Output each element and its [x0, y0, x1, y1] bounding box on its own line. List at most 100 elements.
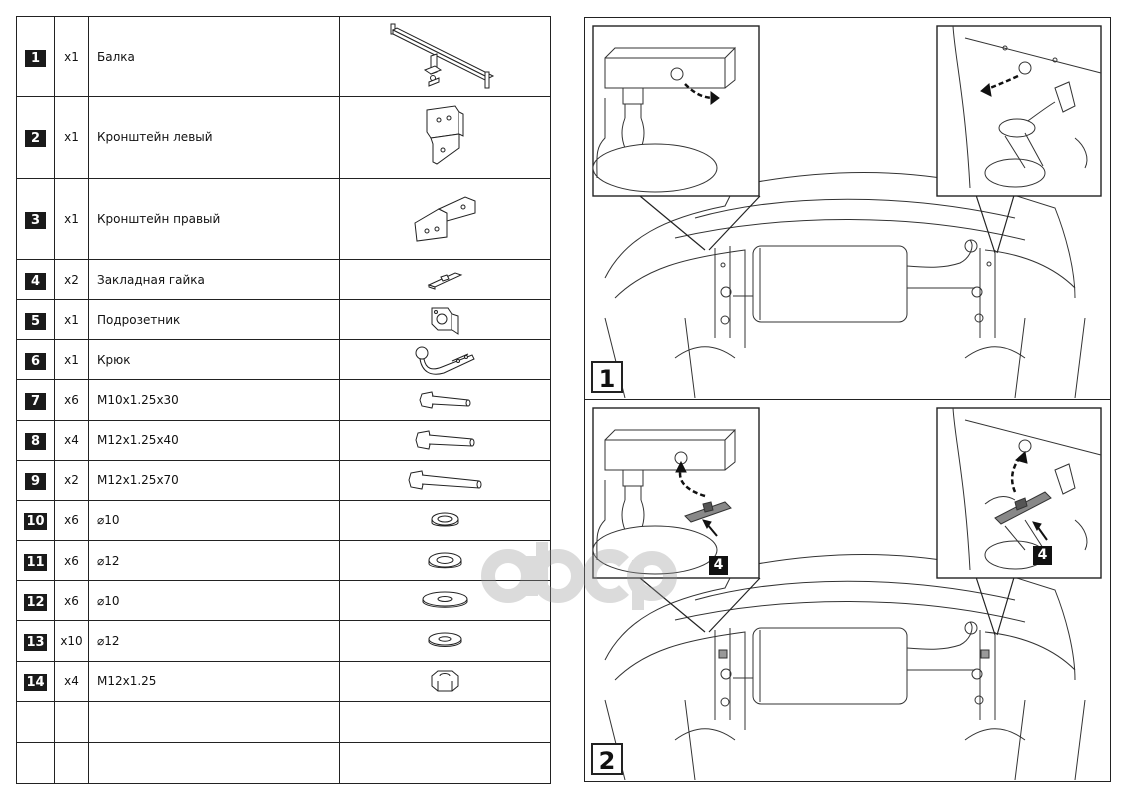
part-number-cell: 7 — [16, 379, 55, 421]
part-number-cell: 5 — [16, 299, 55, 341]
part-image-cell — [339, 540, 551, 582]
table-row: 12 x6 ⌀10 — [16, 580, 551, 622]
part-name: ⌀12 — [88, 620, 340, 662]
step-number: 1 — [591, 361, 623, 393]
parts-table: 1 x1 Балка 2 x1 Кронштейн левый — [16, 15, 551, 785]
part-name: ⌀10 — [88, 499, 340, 542]
tow-ball-icon — [415, 346, 475, 375]
part-name: Кронштейн левый — [88, 96, 340, 179]
watermark-logo — [481, 542, 677, 610]
table-row — [16, 741, 551, 785]
part-number-badge: 13 — [24, 633, 47, 651]
hex-nut-icon — [431, 670, 459, 692]
part-number-cell: 12 — [16, 580, 55, 622]
part-image-cell — [339, 459, 551, 501]
part-callout-left: 4 — [709, 556, 728, 575]
part-number-badge: 6 — [25, 352, 46, 370]
part-number-badge: 2 — [25, 130, 46, 148]
part-image-cell — [339, 379, 551, 421]
part-name: M10x1.25x30 — [88, 379, 340, 421]
part-name: M12x1.25x40 — [88, 419, 340, 461]
part-number-cell: 14 — [16, 660, 55, 702]
part-image-cell — [339, 660, 551, 702]
part-image-cell — [339, 258, 551, 301]
part-image-cell — [339, 96, 551, 179]
table-row: 6 x1 Крюк — [16, 339, 551, 381]
part-image-cell — [339, 15, 551, 98]
part-quantity: x4 — [54, 660, 89, 702]
part-number-badge: 1 — [25, 49, 46, 67]
table-row: 13 x10 ⌀12 — [16, 620, 551, 662]
flat-washer-icon — [428, 632, 462, 647]
part-image-cell — [339, 620, 551, 662]
part-number-badge: 10 — [24, 513, 47, 531]
bolt-icon — [419, 391, 471, 409]
part-number-badge: 5 — [25, 312, 46, 330]
part-quantity — [54, 700, 89, 743]
part-callout-right: 4 — [1033, 546, 1052, 565]
part-quantity: x1 — [54, 339, 89, 381]
bolt-icon — [408, 470, 482, 490]
step-2-panel: 4 4 2 — [585, 400, 1110, 781]
part-number-badge: 14 — [24, 674, 47, 692]
left-bracket-icon — [426, 105, 464, 166]
part-name: Закладная гайка — [88, 258, 340, 301]
part-image-cell — [339, 499, 551, 542]
part-quantity: x4 — [54, 419, 89, 461]
part-name: M12x1.25 — [88, 660, 340, 702]
part-name: Кронштейн правый — [88, 177, 340, 260]
part-quantity — [54, 741, 89, 785]
installation-steps: 1 — [584, 17, 1111, 782]
part-number-badge: 9 — [25, 473, 46, 491]
spring-washer-icon — [431, 512, 459, 527]
part-quantity: x2 — [54, 459, 89, 501]
part-number-badge: 7 — [25, 392, 46, 410]
table-row: 14 x4 M12x1.25 — [16, 660, 551, 702]
part-quantity: x1 — [54, 15, 89, 98]
part-quantity: x6 — [54, 379, 89, 421]
table-row: 7 x6 M10x1.25x30 — [16, 379, 551, 421]
part-image-cell — [339, 700, 551, 743]
embedded-nut-icon — [427, 271, 463, 290]
table-row — [16, 700, 551, 743]
part-image-cell — [339, 419, 551, 461]
part-name: ⌀10 — [88, 580, 340, 622]
part-quantity: x6 — [54, 540, 89, 582]
part-number-badge: 8 — [25, 433, 46, 451]
table-row: 3 x1 Кронштейн правый — [16, 177, 551, 260]
part-image-cell — [339, 177, 551, 260]
step-1-panel: 1 — [585, 18, 1110, 400]
part-image-cell — [339, 580, 551, 622]
bolt-icon — [415, 430, 475, 450]
part-name — [88, 700, 340, 743]
flat-washer-icon — [422, 591, 468, 608]
table-row: 8 x4 M12x1.25x40 — [16, 419, 551, 461]
table-row: 4 x2 Закладная гайка — [16, 258, 551, 301]
part-number-cell: 3 — [16, 177, 55, 260]
part-name: Подрозетник — [88, 299, 340, 341]
part-name: Крюк — [88, 339, 340, 381]
part-number-cell: 9 — [16, 459, 55, 501]
part-name: ⌀12 — [88, 540, 340, 582]
part-number-badge: 12 — [24, 593, 47, 611]
table-row: 9 x2 M12x1.25x70 — [16, 459, 551, 501]
table-row: 11 x6 ⌀12 — [16, 540, 551, 582]
part-name — [88, 741, 340, 785]
part-number-cell: 1 — [16, 15, 55, 98]
part-number-badge: 4 — [25, 272, 46, 290]
part-number-cell: 13 — [16, 620, 55, 662]
underbody-illustration — [592, 25, 1102, 398]
table-row: 5 x1 Подрозетник — [16, 299, 551, 341]
part-number-cell: 11 — [16, 540, 55, 582]
right-bracket-icon — [414, 196, 476, 242]
part-image-cell — [339, 741, 551, 785]
part-quantity: x6 — [54, 499, 89, 542]
part-quantity: x2 — [54, 258, 89, 301]
part-number-cell: 10 — [16, 499, 55, 542]
part-image-cell — [339, 339, 551, 381]
underbody-illustration — [592, 407, 1102, 780]
part-image-cell — [339, 299, 551, 341]
part-number-cell: 4 — [16, 258, 55, 301]
part-quantity: x1 — [54, 299, 89, 341]
table-row: 10 x6 ⌀10 — [16, 499, 551, 542]
